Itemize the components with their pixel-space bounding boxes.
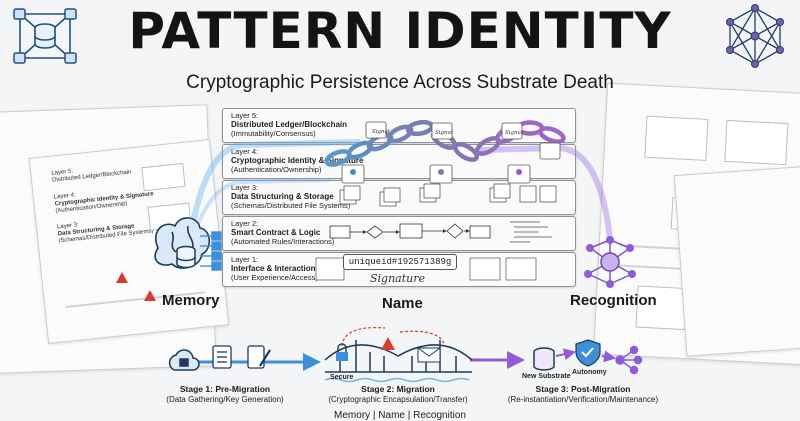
dashed-red-arc <box>341 327 386 347</box>
memory-label: Memory <box>162 292 220 309</box>
stage-desc: (Re-instantiation/Verification/Maintenan… <box>507 395 659 404</box>
signature-text: Signature <box>370 272 426 285</box>
warning-icon <box>116 272 128 283</box>
stage3-arrow <box>555 348 576 361</box>
layer-desc: (User Experience/Access) <box>231 273 318 282</box>
document-pen-icon <box>247 345 271 369</box>
checklist-icon <box>212 345 232 369</box>
layer-1-text: Layer 1:Interface & Interaction(User Exp… <box>231 255 318 282</box>
layer-label: Layer 5: <box>231 111 259 120</box>
layer-label: Layer 4: <box>231 147 259 156</box>
secure-label: Secure <box>330 374 354 381</box>
network-nodes-icon <box>726 4 784 68</box>
layer-name: Cryptographic Identity & Signature <box>231 156 364 165</box>
layer-desc: (Automated Rules/Interactions) <box>231 237 335 246</box>
memory-connectors <box>200 231 222 271</box>
stage-1-label: Stage 1: Pre-Migration (Data Gathering/K… <box>160 384 290 405</box>
code-lines <box>510 221 552 243</box>
signature-tag: Signat <box>435 130 454 136</box>
cloud-lock-icon <box>168 349 200 371</box>
stage-2-label: Stage 2: Migration (Cryptographic Encaps… <box>318 384 478 405</box>
doc-stacks <box>339 183 557 207</box>
signature-tag: Signat <box>505 130 524 136</box>
layer-name: Data Structuring & Storage <box>231 192 334 201</box>
new-substrate-db-icon <box>533 347 555 371</box>
stage-title: Stage 3: Post-Migration <box>535 384 631 394</box>
signature-tag: Signat <box>372 129 391 135</box>
page-subtitle: Cryptographic Persistence Across Substra… <box>186 72 614 93</box>
layer-label: Layer 1: <box>231 255 259 264</box>
layer-desc: (Schemas/Distributed File Systems) <box>231 201 351 210</box>
page-title: PATTERN IDENTITY <box>128 2 672 60</box>
secure-lock-body <box>336 352 348 361</box>
database-network-icon <box>13 8 77 64</box>
layer-label: Layer 3: <box>231 183 259 192</box>
bridge-warning-icon <box>381 337 395 350</box>
stage-title: Stage 1: Pre-Migration <box>179 384 271 394</box>
stage-desc: (Cryptographic Encapsulation/Transfer) <box>328 395 468 404</box>
layer-name: Interface & Interaction <box>231 264 316 273</box>
layer-5-text: Layer 5:Distributed Ledger/Blockchain(Im… <box>231 111 347 138</box>
stage-3-label: Stage 3: Post-Migration (Re-instantiatio… <box>498 384 668 405</box>
key-icon <box>350 169 356 175</box>
layer-name: Distributed Ledger/Blockchain <box>231 120 348 129</box>
autonomy-label: Autonomy <box>572 369 607 376</box>
name-label: Name <box>382 295 423 312</box>
stage-title: Stage 2: Migration <box>361 384 435 394</box>
recognition-label: Recognition <box>570 292 657 309</box>
unique-id-box: uniqueid#192571389g <box>343 254 457 270</box>
stage-desc: (Data Gathering/Key Generation) <box>166 395 284 404</box>
layer-2-text: Layer 2:Smart Contract & Logic(Automated… <box>231 219 334 246</box>
envelope-icon <box>417 347 441 363</box>
recognition-network-icon <box>584 236 636 288</box>
dashed-red-arc <box>399 330 446 347</box>
key-icon <box>516 169 522 175</box>
ui-wireframes <box>315 257 537 281</box>
layer-name: Smart Contract & Logic <box>231 228 321 237</box>
blue-glow-beam <box>187 139 361 241</box>
share-network-icon <box>615 345 643 375</box>
footer-caption: Memory | Name | Recognition <box>334 410 466 421</box>
layer-desc: (Authentication/Ownership) <box>231 165 322 174</box>
layer-4-text: Layer 4:Cryptographic Identity & Signatu… <box>231 147 363 174</box>
bridge-icon <box>324 340 473 383</box>
database-icon <box>176 245 196 269</box>
shield-check-icon <box>575 339 601 367</box>
new-substrate-label: New Substrate <box>522 373 571 380</box>
purple-glow-beam <box>479 144 613 241</box>
stage3-arrow <box>601 350 616 363</box>
layer-label: Layer 2: <box>231 219 259 228</box>
key-icon <box>438 169 444 175</box>
logic-flow <box>329 223 491 239</box>
blue-glow-beam <box>188 178 331 246</box>
layer-desc: (Immutability/Consensus) <box>231 129 316 138</box>
layer-3-text: Layer 3:Data Structuring & Storage(Schem… <box>231 183 350 210</box>
warning-icon <box>144 290 156 301</box>
